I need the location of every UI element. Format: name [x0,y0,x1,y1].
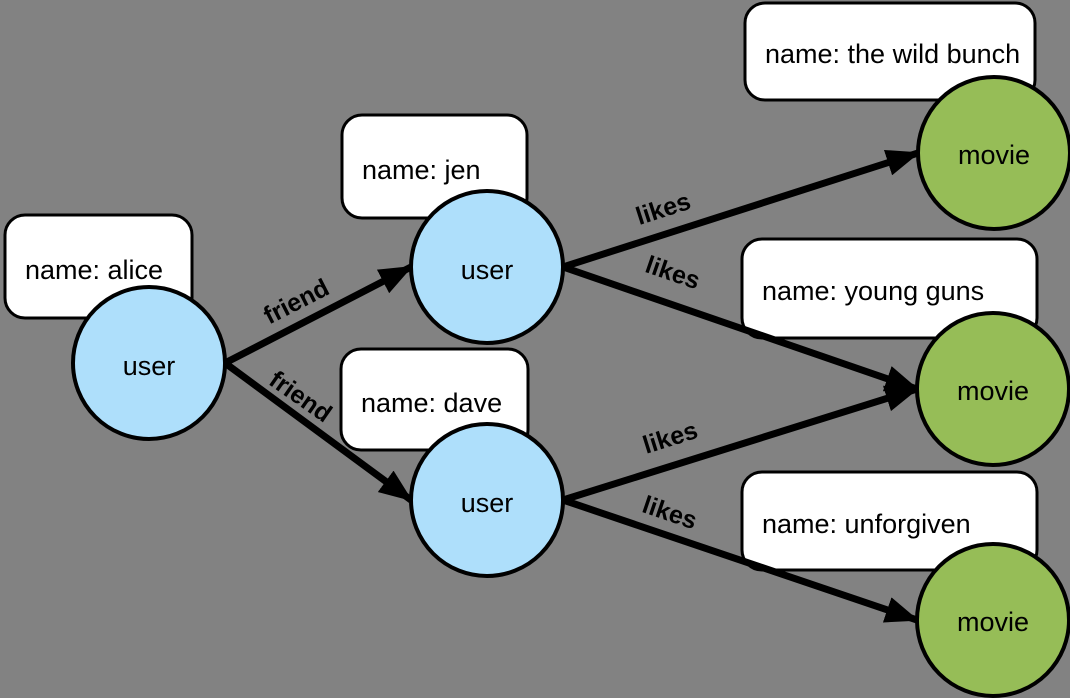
property-box-unforgiven [740,470,1039,572]
movie-node-wild-bunch [916,75,1070,231]
property-text-unforgiven: name: unforgiven [762,509,971,539]
edge-jen-young-guns [561,263,919,393]
property-box-young-guns [740,237,1039,340]
user-node-alice [71,285,227,441]
property-text-young-guns: name: young guns [762,276,984,306]
movie-node-young-guns [915,311,1070,467]
edge-jen-wild-bunch [561,149,920,271]
user-node-dave [409,422,565,578]
property-text-alice: name: alice [25,255,163,285]
edge-dave-unforgiven [561,496,919,624]
edge-alice-dave [222,360,414,503]
movie-node-unforgiven [915,542,1070,698]
node-label-young-guns: movie [957,376,1029,406]
nodes: user user user movie movie movie [71,75,1070,698]
node-label-dave: user [461,488,514,518]
property-text-wild-bunch: name: the wild bunch [765,39,1020,69]
property-text-jen: name: jen [362,155,481,185]
node-label-unforgiven: movie [957,607,1029,637]
edge-dave-young-guns [561,385,920,504]
property-text-dave: name: dave [361,388,502,418]
user-node-jen [409,189,565,345]
property-box-wild-bunch [743,1,1037,102]
edge-alice-jen [223,263,413,367]
node-label-wild-bunch: movie [958,140,1030,170]
node-label-jen: user [461,255,514,285]
node-label-alice: user [123,351,176,381]
